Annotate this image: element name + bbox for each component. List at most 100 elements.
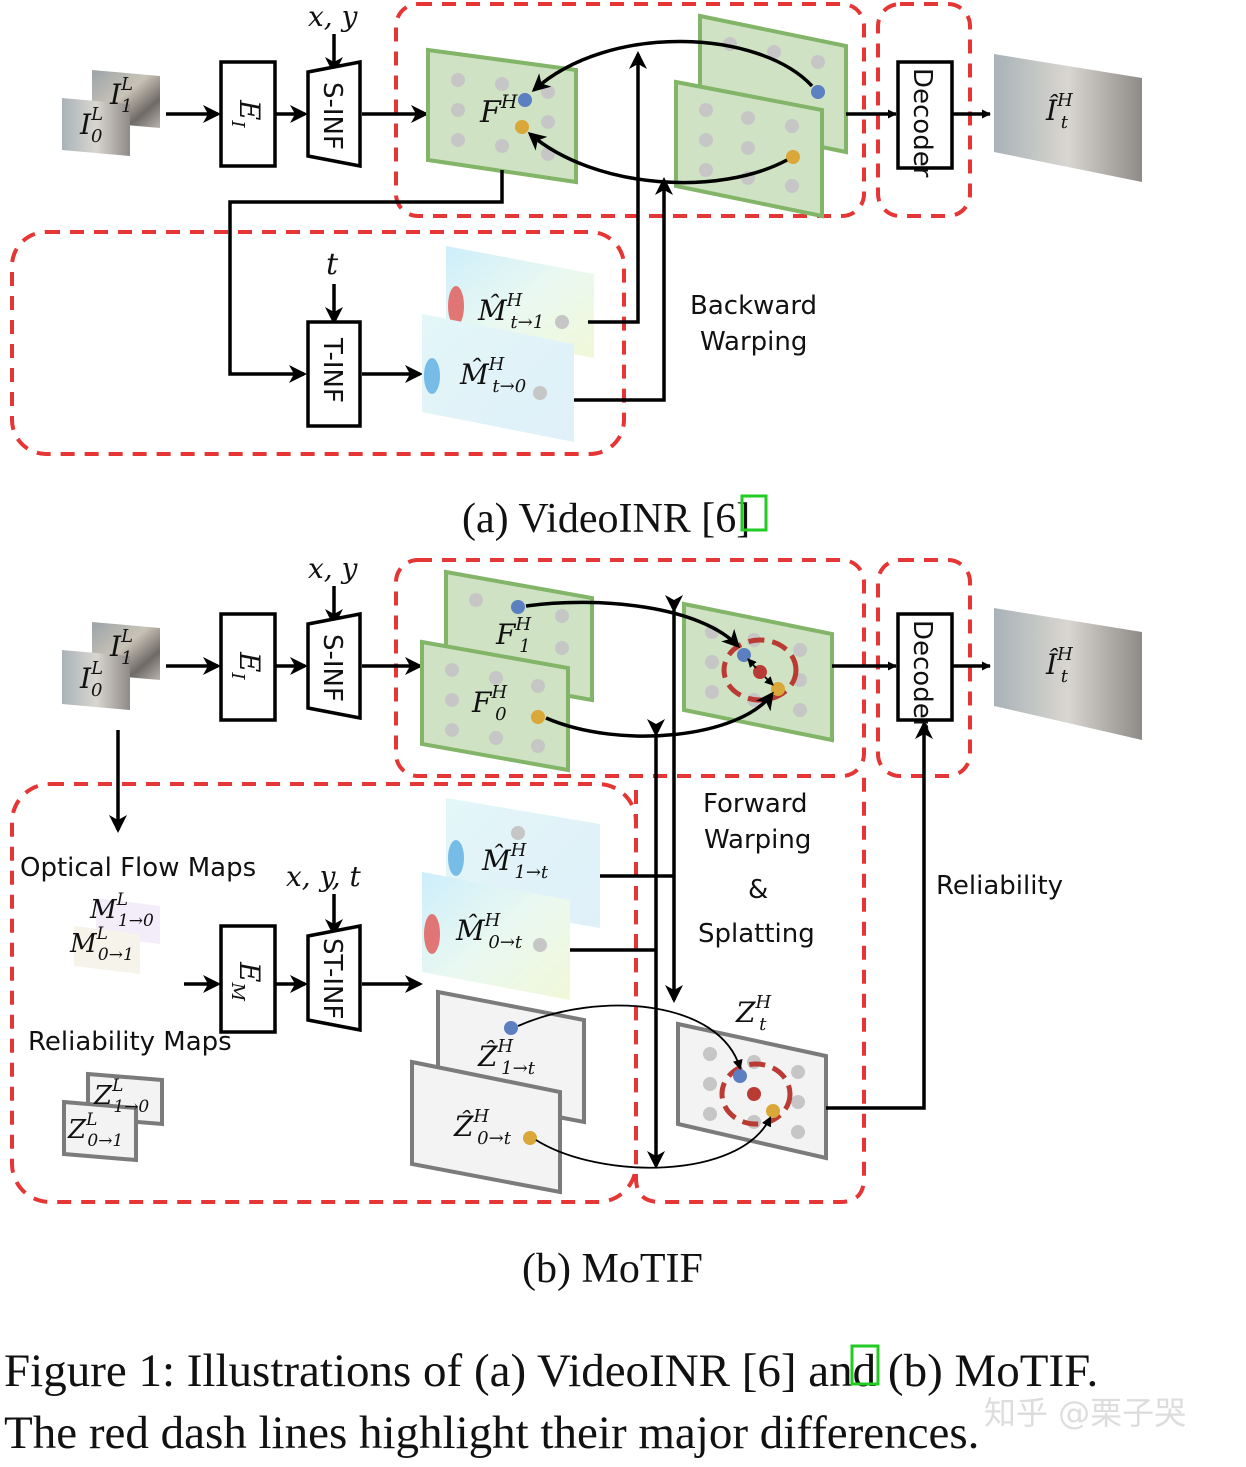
s-inf-block-b [306, 611, 362, 721]
caption-a-ref: 6 [715, 496, 736, 542]
flow-h-0t-image [422, 872, 570, 1000]
reliability-arrow-label: Reliability [936, 871, 1063, 901]
splat-arrow-yellow [764, 676, 774, 686]
decoder-block-a [896, 60, 954, 170]
yellow-point-rel-t [766, 1104, 780, 1118]
blue-point-a [518, 93, 532, 107]
wire-flow1-up-a [588, 51, 647, 324]
ampersand-label: & [748, 875, 768, 905]
flow-l-01-image [74, 926, 140, 974]
citation-box-caption[interactable] [850, 1344, 880, 1386]
flow-map-1-blob [448, 286, 464, 326]
red-point-splat [753, 665, 767, 679]
warping-label-a: Warping [700, 327, 807, 357]
t-inf-label-a: T-INF [317, 337, 347, 403]
encoder-block-a [219, 60, 277, 168]
caption-line-2: The red dash lines highlight their major… [4, 1407, 979, 1459]
output-image-b [994, 608, 1142, 740]
blue-point-source-a [811, 85, 825, 99]
caption-a: (a) VideoINR [6] [462, 496, 750, 542]
figure-caption: Figure 1: Illustrations of (a) VideoINR … [4, 1344, 1186, 1459]
blue-point-rel [504, 1021, 518, 1035]
caption-line-1: Figure 1: Illustrations of (a) VideoINR … [4, 1345, 1098, 1397]
wire-feature-to-tinf-a [228, 170, 504, 383]
dash-region-warp-b [394, 558, 866, 778]
output-image-a [994, 54, 1142, 182]
yellow-point-f0 [531, 710, 545, 724]
coord-input-b: x, y [308, 552, 359, 585]
dash-region-warp-a [394, 2, 866, 218]
splat-arrow-blue [747, 658, 757, 669]
curve-forward-blue-b [525, 600, 741, 649]
rel-h-0t-map [410, 1059, 562, 1195]
forward-label: Forward [703, 789, 808, 819]
warping-label-b: Warping [704, 825, 811, 855]
rel-l-01-map [62, 1099, 138, 1163]
splatting-label: Splatting [698, 919, 815, 949]
encoder-block-b [219, 612, 277, 722]
s-inf-block-a [306, 59, 362, 169]
dash-region-splat-b [634, 776, 866, 1204]
flow-map-0-point [533, 386, 547, 400]
citation-box-a[interactable] [740, 494, 768, 532]
s-inf-label-b: S-INF [317, 634, 347, 702]
coord-time-input-b: x, y, t [286, 860, 361, 893]
frame-0-image [62, 98, 130, 156]
backward-label-a: Backward [690, 291, 817, 321]
t-inf-block-a [306, 320, 362, 428]
curve-rel-yellow [535, 1116, 771, 1169]
red-point-rel-t [747, 1087, 761, 1101]
feature-map-0-b [420, 639, 570, 773]
motion-encoder-label: EM [227, 961, 266, 1001]
yellow-point-a [515, 120, 529, 134]
blue-point-f1 [511, 600, 525, 614]
yellow-point-source-a [786, 150, 800, 164]
wire-flow0-up-a [574, 177, 673, 402]
yellow-point-splat [771, 682, 785, 696]
flow-h-1t-blob [448, 840, 464, 876]
flow-h-0t-point [533, 938, 547, 952]
yellow-point-rel [523, 1131, 537, 1145]
flow-map-1-point [555, 315, 569, 329]
s-inf-label-a: S-INF [317, 82, 347, 150]
flow-h-1t-point [511, 826, 525, 840]
flow-map-0-blob [424, 358, 440, 394]
coord-input-a: x, y [308, 0, 359, 33]
dash-region-decoder-a [876, 2, 972, 218]
warp-points-a [699, 37, 825, 193]
st-inf-label: ST-INF [317, 938, 347, 1019]
frame-0-image-b [62, 650, 130, 710]
st-inf-block [306, 923, 362, 1033]
optical-flow-label-b: Optical Flow Maps [20, 853, 256, 883]
motion-encoder-block [219, 924, 277, 1034]
feature-map-a [426, 47, 578, 185]
feature-points-b [445, 593, 569, 753]
caption-line-1-ref: 6 [757, 1345, 781, 1397]
blue-point-rel-t [733, 1069, 747, 1083]
flow-map-0-image-a [422, 314, 574, 442]
watermark: 知乎 @栗子哭 [984, 1394, 1186, 1432]
encoder-label-b: EI [227, 651, 266, 680]
curve-blue-warp-a [531, 39, 814, 92]
